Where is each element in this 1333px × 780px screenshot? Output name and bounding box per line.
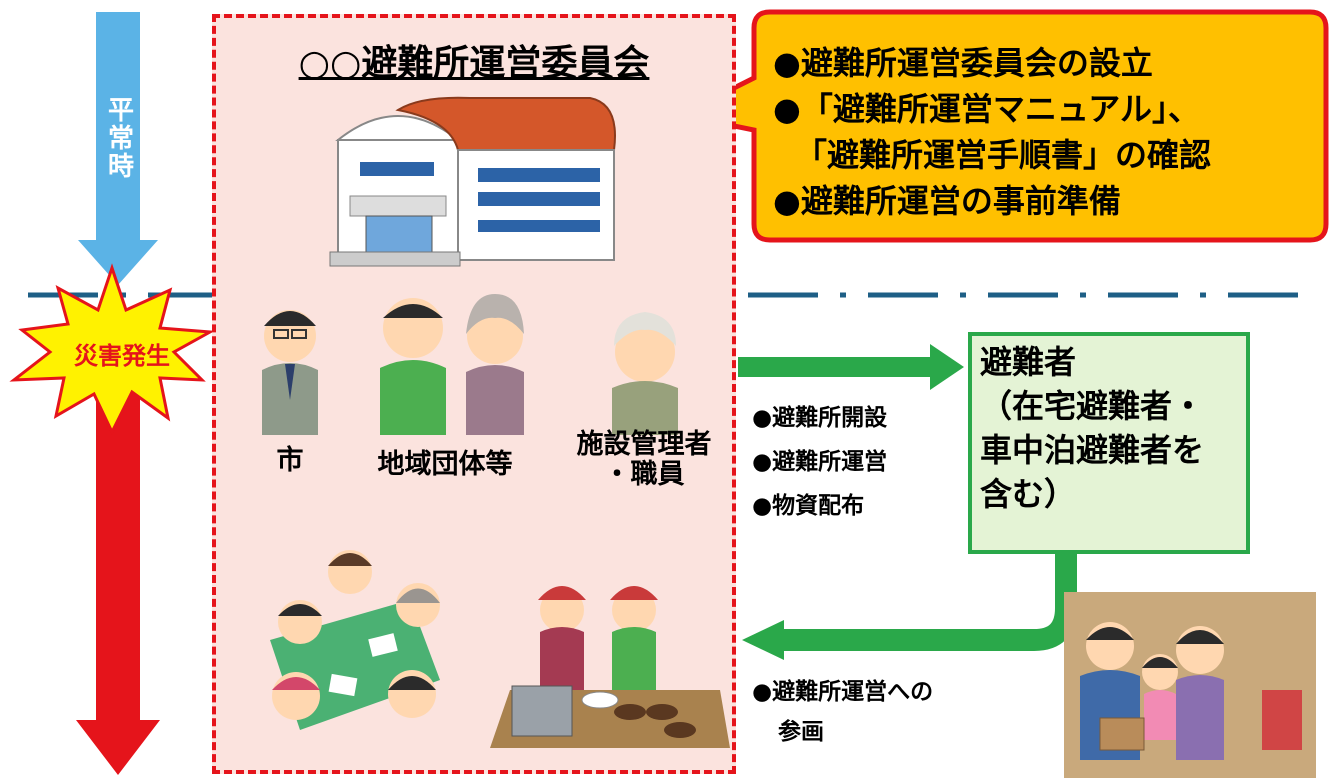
normal-time-arrow [78, 12, 158, 285]
food-distribution-icon [490, 586, 730, 748]
participation-text: ●避難所運営への 参画 [752, 672, 933, 752]
member-label-facility-line1: 施設管理者 [576, 429, 712, 460]
callout-line-3: 「避難所運営手順書」の確認 [795, 136, 1212, 174]
arrow-return-head [742, 620, 784, 660]
arrow-to-evacuees [738, 357, 938, 377]
evacuees-box [968, 332, 1250, 554]
arrow-to-evacuees-head [930, 344, 964, 390]
evacuees-line-4: 含む） [980, 475, 1077, 513]
action-item-operate: ●避難所運営 [752, 449, 888, 475]
disaster-label: 災害発生 [74, 342, 170, 370]
evacuees-text: 避難者 （在宅避難者・ 車中泊避難者を 含む） [980, 340, 1244, 516]
callout-bubble [672, 9, 1329, 243]
member-label-city: 市 [276, 445, 304, 476]
action-item-supplies: ●物資配布 [752, 493, 865, 519]
meeting-icon [270, 550, 440, 730]
action-list: ●避難所開設 ●避難所運営 ●物資配布 [752, 396, 887, 528]
evacuees-line-2: （在宅避難者・ [980, 387, 1205, 425]
evacuees-line-3: 車中泊避難者を [980, 431, 1205, 469]
disaster-arrow [76, 380, 160, 775]
callout-line-4: ●避難所運営の事前準備 [773, 182, 1121, 220]
explosion-burst-icon [9, 263, 216, 436]
action-item-open: ●避難所開設 [752, 405, 888, 431]
normal-time-label: 平常時 [103, 96, 134, 180]
member-label-community: 地域団体等 [377, 449, 513, 480]
committee-title: ○○避難所運営委員会 [298, 43, 650, 84]
facility-manager-icon [612, 312, 678, 435]
member-label-facility-line2: ・職員 [603, 459, 685, 490]
callout-line-1: ●避難所運営委員会の設立 [773, 44, 1153, 82]
participation-line-1: ●避難所運営への [752, 679, 934, 705]
community-people-icon [380, 294, 524, 435]
city-official-icon [262, 310, 318, 435]
school-building-icon [329, 96, 616, 267]
member-label-facility: 施設管理者 ・職員 [560, 430, 728, 490]
evacuee-family-icon [1064, 592, 1316, 778]
callout-line-2: ●「避難所運営マニュアル」、 [773, 90, 1200, 128]
evacuees-line-1: 避難者 [980, 343, 1077, 381]
callout-text: ●避難所運営委員会の設立 ●「避難所運営マニュアル」、 「避難所運営手順書」の確… [773, 40, 1313, 224]
participation-line-2: 参画 [778, 719, 824, 745]
